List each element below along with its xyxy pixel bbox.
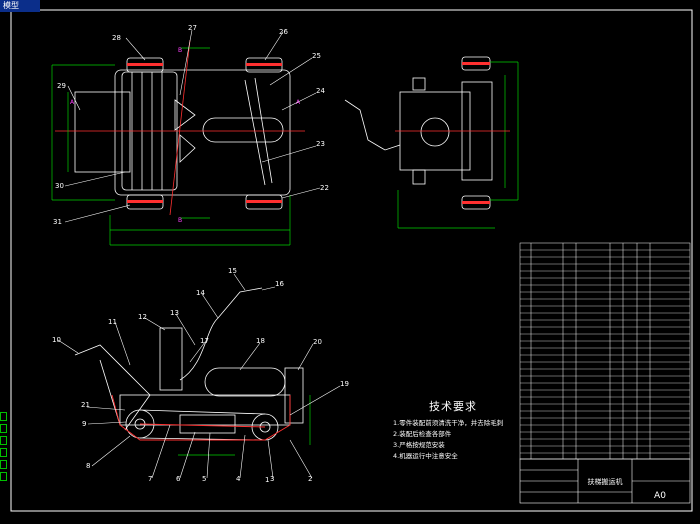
model-tab[interactable]: 模型	[0, 0, 40, 12]
front-view-dimensions	[397, 61, 519, 229]
part-number-label: 19	[340, 380, 349, 388]
bom-table	[519, 242, 691, 460]
tech-requirement-item: 4.机器运行中注意安全	[393, 452, 458, 460]
part-number-label: 15	[228, 267, 237, 275]
top-view-leaders	[64, 29, 321, 223]
bom-rows	[520, 249, 690, 454]
part-number-label: 7	[148, 475, 152, 483]
svg-text:A: A	[296, 99, 301, 106]
part-number-label: 14	[196, 289, 205, 297]
side-view-red	[111, 394, 291, 441]
top-view	[55, 39, 305, 216]
part-number-label: 16	[275, 280, 284, 288]
front-view	[344, 56, 493, 210]
part-number-label: 31	[53, 218, 62, 226]
part-number-label: 27	[188, 24, 197, 32]
part-number-label: 1	[265, 476, 269, 484]
part-number-label: 26	[279, 28, 288, 36]
ruler-mark	[0, 436, 7, 445]
svg-text:B: B	[178, 217, 182, 224]
part-number-label: 9	[82, 420, 86, 428]
part-number-label: 29	[57, 82, 66, 90]
ruler-mark	[0, 424, 7, 433]
ruler-mark	[0, 460, 7, 469]
part-number-label: 4	[236, 475, 241, 483]
side-view	[74, 287, 304, 441]
part-number-label: 13	[170, 309, 179, 317]
drawing-name: 扶梯搬运机	[588, 477, 623, 486]
ruler-mark	[0, 448, 7, 457]
top-view-dimensions	[51, 47, 291, 246]
part-number-label: 17	[200, 337, 209, 345]
ruler-mark	[0, 412, 7, 421]
part-number-label: 11	[108, 318, 117, 326]
tech-requirement-item: 3.严格按规范安装	[393, 441, 445, 449]
part-number-label: 21	[81, 401, 90, 409]
technical-requirements: 技术要求 1.零件装配前须清洗干净，并去除毛刺 2.装配后检查各部件 3.严格按…	[393, 398, 513, 462]
svg-text:B: B	[178, 47, 182, 54]
part-number-label: 28	[112, 34, 121, 42]
top-view-red-wheels	[127, 63, 282, 203]
part-number-label: 12	[138, 313, 147, 321]
top-view-markers: B B A A	[70, 47, 301, 224]
part-number-label: 30	[55, 182, 64, 190]
tech-requirement-item: 1.零件装配前须清洗干净，并去除毛刺	[393, 419, 504, 427]
part-number-label: 23	[316, 140, 325, 148]
part-number-label: 5	[202, 475, 206, 483]
top-view-part-numbers: 28 27 26 25 24 29 23 30 22 31	[53, 24, 329, 226]
tech-requirements-title: 技术要求	[429, 400, 477, 413]
sheet-size: A0	[654, 491, 666, 501]
part-number-label: 10	[52, 336, 61, 344]
ruler-mark	[0, 472, 7, 481]
tech-requirement-item: 2.装配后检查各部件	[393, 430, 452, 438]
part-number-label: 3	[270, 475, 274, 483]
side-view-leaders	[57, 273, 341, 479]
part-number-label: 24	[316, 87, 325, 95]
part-number-label: 22	[320, 184, 329, 192]
front-view-red	[395, 62, 510, 204]
left-ruler-marks	[0, 412, 8, 484]
svg-text:A: A	[70, 99, 75, 106]
part-number-label: 25	[312, 52, 321, 60]
title-block	[519, 458, 691, 504]
part-number-label: 20	[313, 338, 322, 346]
part-number-label: 18	[256, 337, 265, 345]
part-number-label: 8	[86, 462, 90, 470]
part-number-label: 6	[176, 475, 181, 483]
part-number-label: 2	[308, 475, 312, 483]
drawing-frame	[10, 9, 693, 512]
